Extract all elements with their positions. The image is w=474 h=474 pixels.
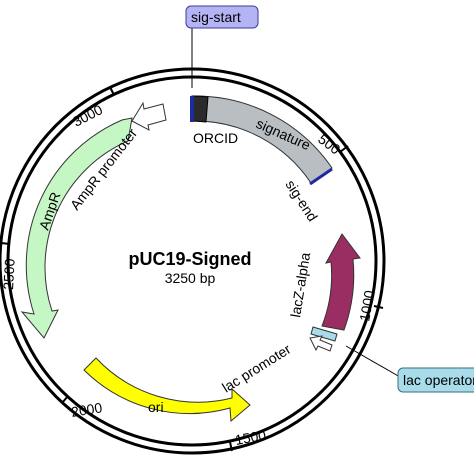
orcid-feature[interactable] [191, 95, 209, 123]
lac-operator-box[interactable] [397, 367, 474, 393]
tick-1500 [229, 441, 233, 452]
sig-end-label: sig-end [282, 177, 320, 224]
lac-promoter-feature[interactable] [309, 335, 333, 352]
tick-3000 [109, 86, 115, 96]
plasmid-length: 3250 bp [165, 270, 216, 286]
sig-end-marker [309, 167, 333, 186]
lac-operator-leader [345, 345, 401, 378]
tick-2500 [0, 242, 11, 245]
ori-feature[interactable] [83, 357, 251, 423]
lac-operator-feature[interactable] [310, 326, 338, 342]
tick-label-2500: 2500 [0, 258, 18, 290]
tick-500 [339, 145, 349, 153]
plasmid-name: pUC19-Signed [128, 249, 251, 269]
tick-label-3000: 3000 [70, 101, 105, 129]
tick-marks [0, 86, 384, 452]
tick-label-2000: 2000 [70, 399, 103, 420]
ori-label: ori [148, 399, 164, 415]
tick-label-1000: 1000 [356, 289, 377, 323]
lac-operator-label: lac operator [403, 372, 474, 388]
lacz-alpha-feature[interactable] [321, 233, 361, 331]
ampr-promoter-feature[interactable] [131, 101, 167, 131]
sig-start-marker [190, 96, 194, 122]
lac-promoter-label: lac promoter [219, 341, 294, 396]
tick-label-1500: 1500 [234, 427, 268, 448]
tick-1000 [373, 305, 384, 309]
orcid-label: ORCID [193, 130, 238, 146]
ampr-feature[interactable] [20, 117, 133, 339]
sig-start-label: sig-start [191, 9, 241, 25]
tick-2000 [61, 395, 69, 404]
sig-start-box[interactable] [185, 5, 259, 29]
lacz-alpha-label: lacZ-alpha [287, 251, 313, 318]
